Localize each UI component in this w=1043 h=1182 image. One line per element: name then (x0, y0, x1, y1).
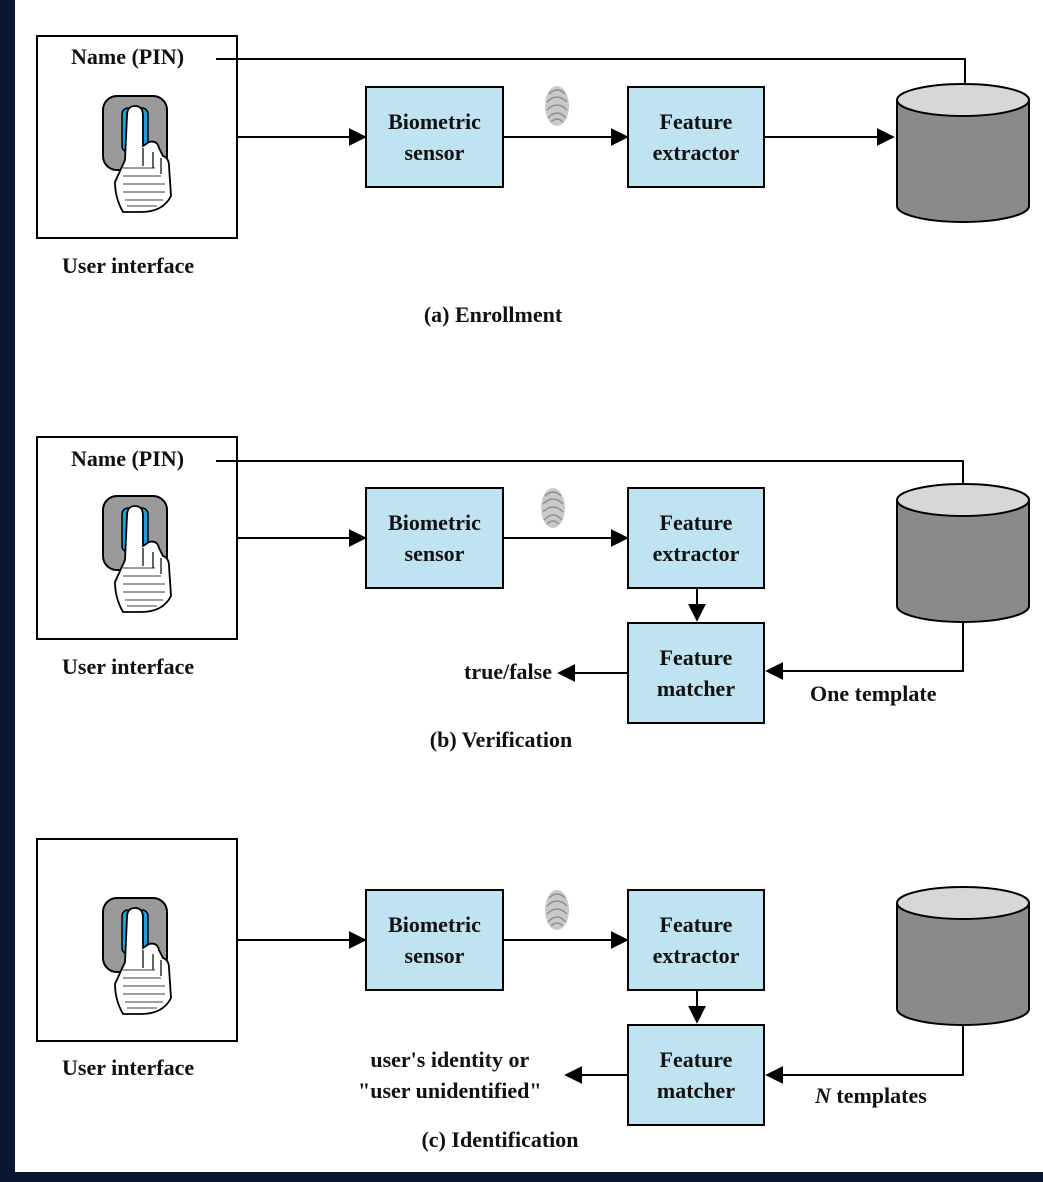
feature-extractor-box: Feature extractor (627, 889, 765, 991)
user-interface-label: User interface (62, 654, 195, 679)
name-pin-label: Name (PIN) (71, 44, 185, 69)
caption-verification: (b) Verification (429, 727, 573, 752)
templates-word: templates (830, 1083, 927, 1108)
feature-matcher-box: Feature matcher (627, 622, 765, 724)
name-pin-label: Name (PIN) (71, 446, 185, 471)
caption-enrollment: (a) Enrollment (423, 302, 563, 327)
figure-canvas (15, 0, 1043, 1172)
output-identity: user's identity or "user unidentified" (358, 1047, 542, 1103)
n-templates-label: N templates (815, 1083, 927, 1109)
n-variable: N (815, 1083, 831, 1108)
feature-extractor-box: Feature extractor (627, 487, 765, 589)
feature-extractor-box: Feature extractor (627, 86, 765, 188)
feature-matcher-box: Feature matcher (627, 1024, 765, 1126)
user-interface-label: User interface (62, 253, 195, 278)
one-template-label: One template (810, 681, 937, 706)
output-true-false: true/false (464, 659, 552, 684)
biometric-sensor-box: Biometric sensor (365, 86, 504, 188)
caption-identification: (c) Identification (421, 1127, 579, 1152)
biometric-sensor-box: Biometric sensor (365, 889, 504, 991)
biometric-sensor-box: Biometric sensor (365, 487, 504, 589)
user-interface-label: User interface (62, 1055, 195, 1080)
